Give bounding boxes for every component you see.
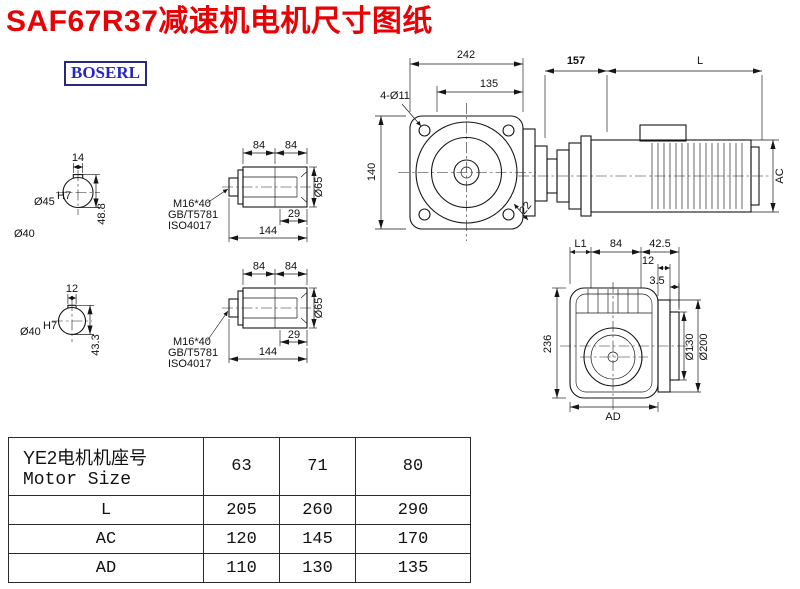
bore-circle [57, 306, 87, 336]
value-AD-63: 110 [203, 553, 280, 583]
value-L-80: 290 [355, 495, 471, 525]
drawing-canvas: 14 Ø45 H7 48.8 Ø40 12 Ø40 H7 43.3 84 84 [14, 49, 786, 423]
dim-flange-to-motor: 157 [567, 55, 585, 67]
table-row-AC: AC 120 145 170 [8, 524, 471, 554]
corner-hole [502, 208, 515, 221]
frame-size-80: 80 [355, 437, 471, 496]
frame-size-71: 71 [279, 437, 356, 496]
dim-84-left: 84 [253, 140, 265, 152]
bolt-std-iso-label: ISO4017 [168, 220, 211, 232]
dim-key-width: 14 [72, 152, 84, 164]
outer-dia-label: Ø65 [313, 298, 325, 319]
dim-total: 144 [259, 346, 277, 358]
output-bore-circle [583, 327, 643, 387]
header-en-label: Motor Size [23, 469, 132, 490]
dim-3-5: 3.5 [649, 275, 664, 287]
row-label-AD: AD [8, 553, 204, 583]
dim-total: 144 [259, 225, 277, 237]
dim-42-5: 42.5 [649, 238, 670, 250]
outer-dia-label: Ø65 [313, 177, 325, 198]
hollow-shaft-bottom: 84 84 29 144 Ø65 M16*40 GB/T5781 ISO4017 [168, 261, 325, 371]
motor-side-view: 157 L AC [518, 55, 786, 217]
frame-size-63: 63 [203, 437, 280, 496]
dim-AD: AD [605, 411, 620, 423]
bore-circle [62, 176, 94, 209]
row-label-AC: AC [8, 524, 204, 554]
dim-corner: 22 [517, 200, 534, 217]
dim-total-width: 242 [457, 49, 475, 61]
shaft-dia-label: Ø40 [14, 228, 35, 240]
dim-key-width: 12 [66, 283, 78, 295]
value-AC-80: 170 [355, 524, 471, 554]
dim-84-left: 84 [253, 261, 265, 273]
gearbox-side-view: L1 84 42.5 12 3.5 236 Ø130 Ø200 AD [542, 238, 710, 423]
dim-12: 12 [642, 255, 654, 267]
dim-inner-width: 135 [480, 78, 498, 90]
dim-bore-depth: 29 [288, 329, 300, 341]
keyway [72, 174, 84, 179]
hollow-shaft-top: 84 84 29 144 Ø65 M16*40 GB/T5781 ISO4017 [168, 140, 325, 242]
dim-motor-length: L [697, 55, 703, 67]
bore-dia-label: Ø40 [20, 326, 41, 338]
value-L-63: 205 [203, 495, 280, 525]
bolt-std-iso-label: ISO4017 [168, 358, 211, 370]
value-AD-71: 130 [279, 553, 356, 583]
housing-body [569, 287, 659, 399]
table-row-AD: AD 110 130 135 [8, 553, 471, 583]
table-row-L: L 205 260 290 [8, 495, 471, 525]
dim-bore-key: 43.3 [90, 334, 102, 355]
table-header-cell: YE2电机机座号 Motor Size [8, 437, 204, 496]
motor-dimension-table: YE2电机机座号 Motor Size 63 71 80 L 205 260 2… [8, 437, 471, 583]
corner-hole [502, 124, 515, 137]
value-AC-71: 145 [279, 524, 356, 554]
corner-hole [418, 124, 431, 137]
dim-height: 140 [366, 163, 378, 181]
dim-height: 236 [542, 335, 554, 353]
header-cn-label: YE2电机机座号 [23, 447, 148, 468]
holes-label: 4-Ø11 [380, 90, 410, 102]
corner-hole [418, 208, 431, 221]
bore-tol-label: H7 [57, 190, 71, 202]
bore-tol-label: H7 [43, 320, 57, 332]
spigot-dia-label: Ø130 [684, 334, 696, 361]
bolt-std-gb-label: GB/T5781 [168, 347, 218, 359]
value-L-71: 260 [279, 495, 356, 525]
bolt-spec-label: M16*40 [173, 198, 211, 210]
value-AC-63: 120 [203, 524, 280, 554]
dim-L1: L1 [574, 238, 586, 250]
front-view: 242 135 4-Ø11 140 22 [366, 49, 536, 241]
flange-dia-label: Ø200 [698, 334, 710, 361]
row-label-L: L [8, 495, 204, 525]
dim-84-right: 84 [285, 140, 297, 152]
brand-logo: BOSERL [64, 61, 147, 86]
bore-view-top: 14 Ø45 H7 48.8 Ø40 [14, 152, 108, 240]
dim-84-right: 84 [285, 261, 297, 273]
terminal-box [639, 124, 687, 142]
bore-view-bottom: 12 Ø40 H7 43.3 [20, 283, 102, 356]
bolt-std-gb-label: GB/T5781 [168, 209, 218, 221]
fan-cover [750, 146, 760, 206]
bore-dia-label: Ø45 [34, 196, 55, 208]
keyway [67, 304, 77, 309]
dim-bore-depth: 29 [288, 208, 300, 220]
page-title: SAF67R37减速机电机尺寸图纸 [6, 5, 433, 38]
flange-spigot [669, 311, 680, 381]
dim-84: 84 [610, 238, 622, 250]
dim-bore-key: 48.8 [96, 203, 108, 224]
dim-motor-height: AC [774, 168, 786, 183]
bolt-spec-label: M16*40 [173, 336, 211, 348]
value-AD-80: 135 [355, 553, 471, 583]
